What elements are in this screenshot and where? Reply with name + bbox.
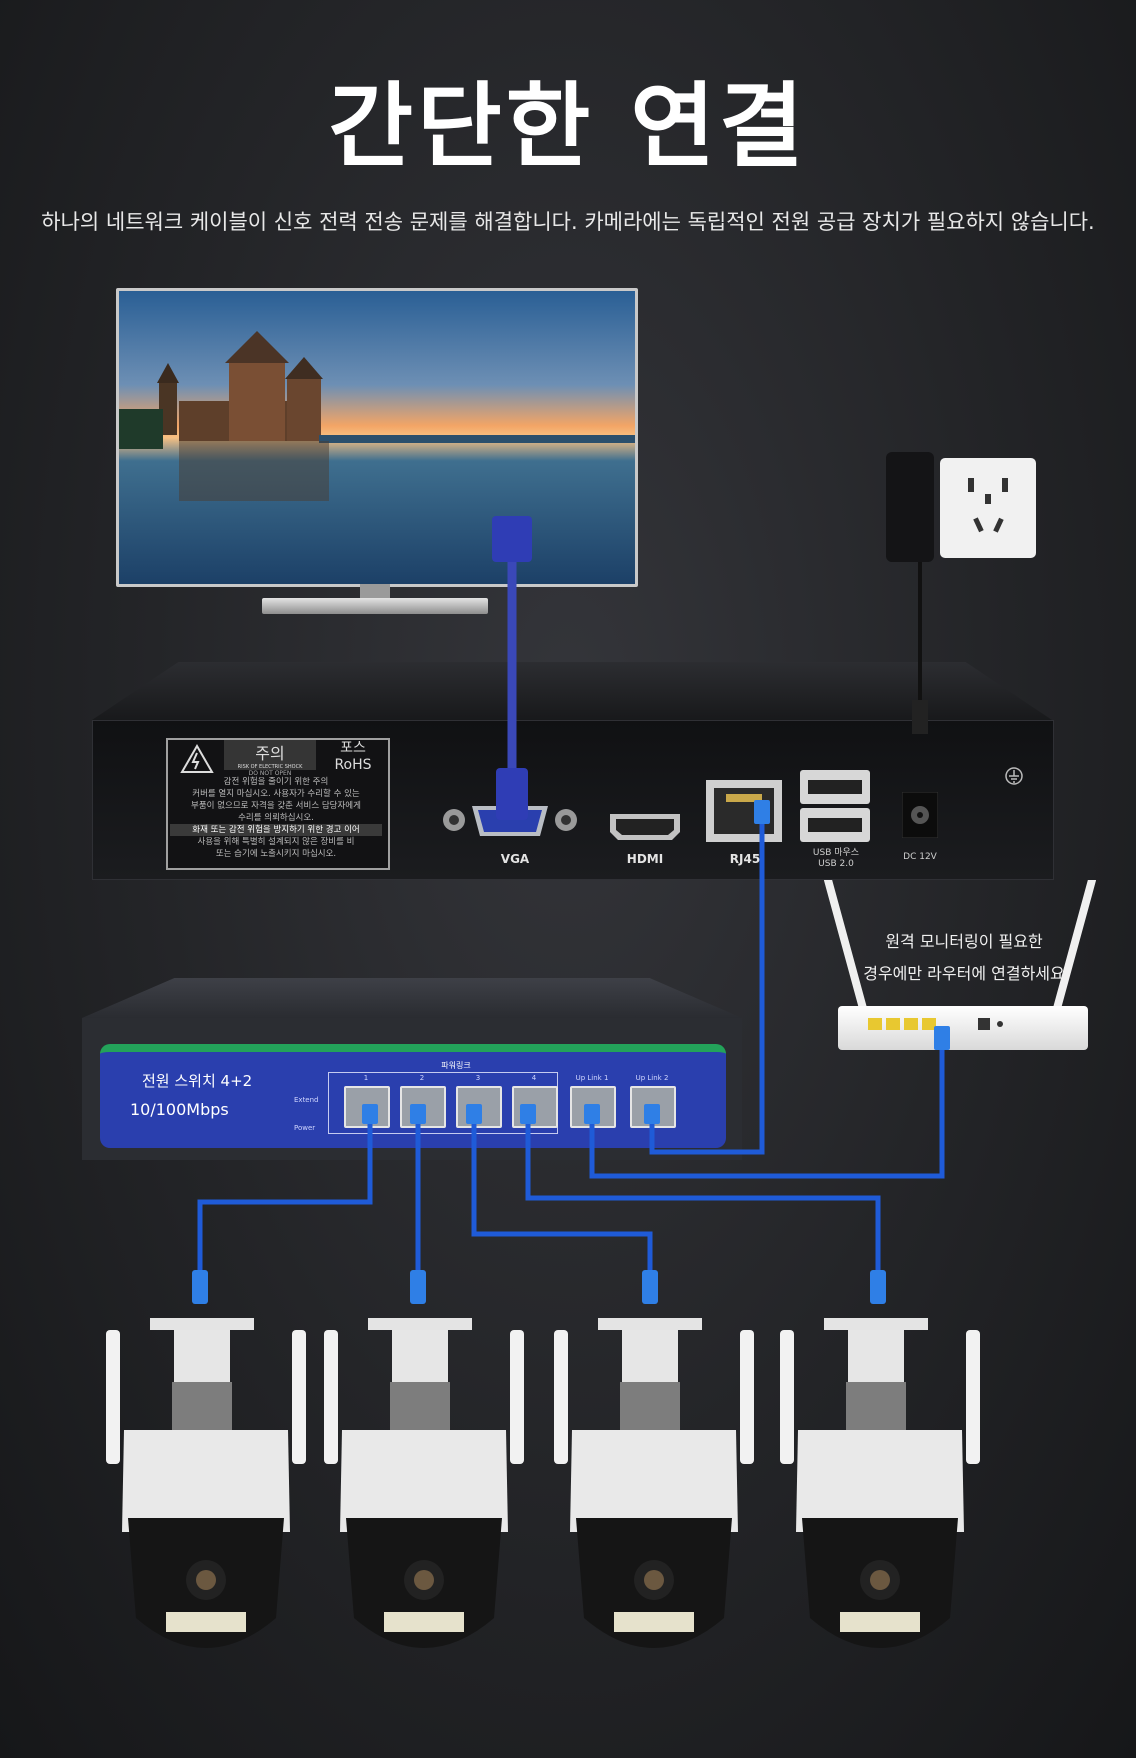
ptz-camera-2 — [324, 1318, 524, 1648]
switch-port-label: 3 — [475, 1074, 481, 1082]
ptz-camera-1 — [106, 1318, 306, 1648]
warning-triangle-icon — [180, 744, 214, 773]
ptz-camera-4 — [780, 1318, 980, 1648]
usb-label: USB 마우스 USB 2.0 — [812, 848, 860, 869]
hdmi-port[interactable] — [608, 812, 682, 842]
wall-socket — [940, 458, 1036, 558]
warning-title: 주의 RISK OF ELECTRIC SHOCK — [224, 740, 316, 770]
switch-speed: 10/100Mbps — [130, 1100, 229, 1119]
tv-stand-base — [262, 598, 488, 614]
port-group-label: 파워링크 — [441, 1061, 471, 1070]
rohs-label: 포스 RoHS — [334, 740, 372, 773]
ptz-camera-3 — [554, 1318, 754, 1648]
ground-icon — [1005, 767, 1023, 785]
vga-label: VGA — [500, 852, 530, 866]
power-cable — [912, 562, 928, 734]
power-label: Power — [294, 1124, 316, 1132]
switch-port-label: 1 — [363, 1074, 369, 1082]
dc-power-jack[interactable] — [902, 792, 938, 838]
page-title: 간단한 연결 — [328, 73, 808, 180]
rj45-plugs — [192, 800, 950, 1304]
warning-sub2: DO NOT OPEN — [248, 770, 292, 777]
switch-port-label: Up Link 2 — [635, 1074, 669, 1082]
tv-monitor — [116, 288, 638, 587]
power-adapter — [886, 452, 934, 562]
ethernet-cables — [197, 806, 945, 1300]
switch-port-label: Up Link 1 — [575, 1074, 609, 1082]
switch-port-label: 4 — [531, 1074, 537, 1082]
rj45-label: RJ45 — [729, 852, 761, 866]
dc-label: DC 12V — [903, 852, 937, 862]
switch-name: 전원 스위치 4+2 — [142, 1072, 253, 1090]
castle-lake-scene — [119, 331, 635, 501]
router — [838, 1006, 1088, 1050]
switch-top — [82, 978, 742, 1018]
page-subtitle: 하나의 네트워크 케이블이 신호 전력 전송 문제를 해결합니다. 카메라에는 … — [41, 210, 1095, 234]
usb-ports[interactable] — [800, 770, 870, 842]
hdmi-label: HDMI — [626, 852, 664, 866]
tv-stand-neck — [360, 584, 390, 602]
router-antennas — [824, 880, 1096, 1016]
nvr-top-panel — [92, 662, 1052, 720]
vga-cable — [492, 516, 532, 820]
router-note: 원격 모니터링이 필요한 경우에만 라우터에 연결하세요 — [863, 932, 1065, 983]
warning-text: 감전 위험을 줄이기 위한 주의 커버를 열지 마십시오. 사용자가 수리할 수… — [170, 776, 382, 860]
switch-port-label: 2 — [419, 1074, 425, 1082]
extend-label: Extend — [294, 1096, 319, 1104]
